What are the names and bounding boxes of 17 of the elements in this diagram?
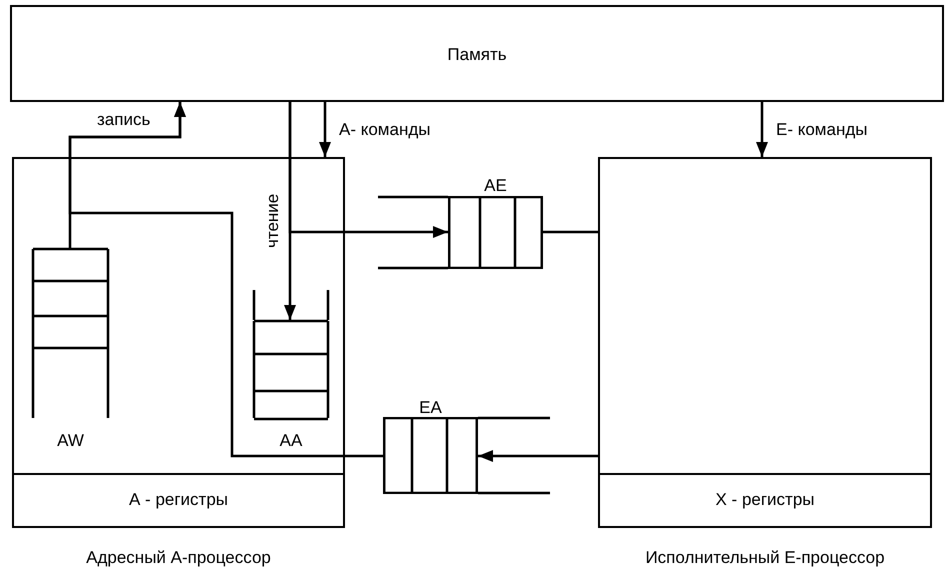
arrow	[319, 102, 331, 157]
arrow	[288, 102, 448, 238]
edge-label: А- команды	[337, 120, 432, 140]
memory-box	[10, 5, 944, 102]
arrow	[756, 102, 768, 157]
processor-title: Исполнительный Е-процессор	[645, 548, 885, 568]
register-label: X - регистры	[716, 490, 814, 510]
register-label: А - регистры	[129, 490, 228, 510]
arrow	[68, 102, 383, 458]
queue-label: AE	[484, 176, 507, 196]
memory-title: Память	[447, 45, 507, 65]
queue-label: AA	[280, 431, 302, 451]
queue-label: AW	[57, 431, 84, 451]
queue-label: EA	[419, 398, 442, 418]
edge-label: Е- команды	[774, 120, 870, 140]
processor-title: Адресный А-процессор	[86, 548, 271, 568]
arrow	[478, 450, 598, 462]
